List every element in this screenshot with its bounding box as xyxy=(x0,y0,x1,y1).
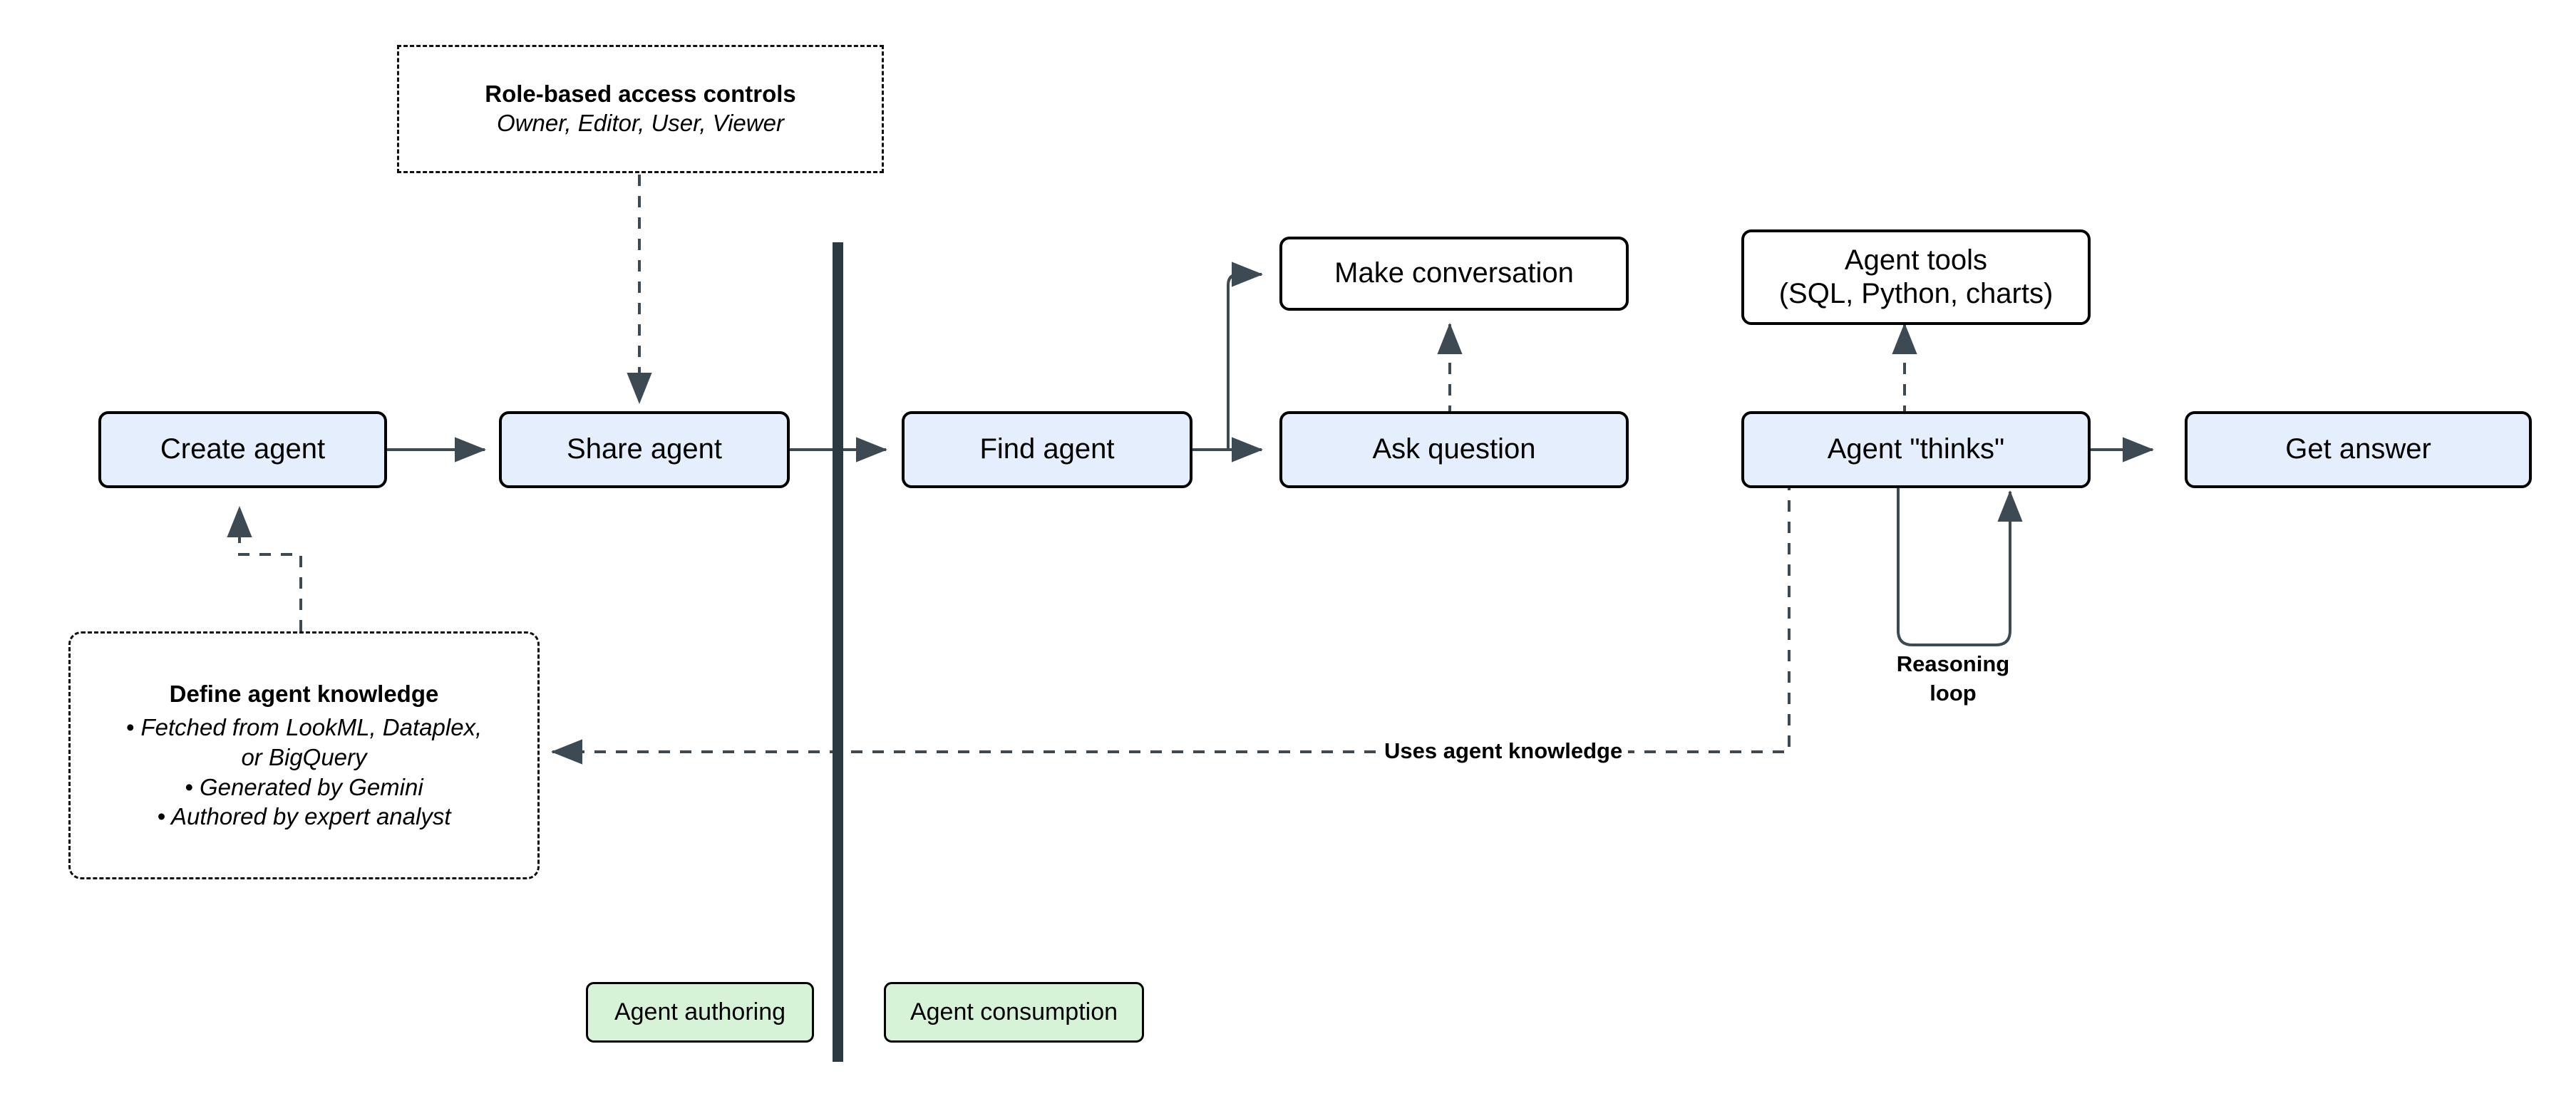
node-find-agent[interactable]: Find agent xyxy=(902,411,1192,488)
edge-branch-to-make-conversation xyxy=(1227,262,1263,450)
node-create-agent[interactable]: Create agent xyxy=(98,411,387,488)
note-knowledge-title: Define agent knowledge xyxy=(169,681,439,708)
note-rbac-subtitle: Owner, Editor, User, Viewer xyxy=(497,110,784,137)
note-rbac-title: Role-based access controls xyxy=(485,80,796,107)
edge-uses-agent-knowledge xyxy=(1497,479,1791,753)
note-define-agent-knowledge: Define agent knowledge • Fetched from Lo… xyxy=(68,631,540,879)
swimlane-divider xyxy=(833,242,843,1062)
edge-label-reasoning-loop: Reasoning loop xyxy=(1896,651,2010,706)
node-make-conversation[interactable]: Make conversation xyxy=(1279,237,1629,311)
node-get-answer[interactable]: Get answer xyxy=(2185,411,2532,488)
note-knowledge-items: • Fetched from LookML, Dataplex, or BigQ… xyxy=(125,714,483,830)
node-agent-tools[interactable]: Agent tools (SQL, Python, charts) xyxy=(1741,229,2091,325)
edge-reasoning-loop xyxy=(1897,475,2023,646)
node-ask-question[interactable]: Ask question xyxy=(1279,411,1629,488)
legend-agent-authoring[interactable]: Agent authoring xyxy=(586,982,814,1043)
note-role-based-access-controls: Role-based access controls Owner, Editor… xyxy=(397,45,884,173)
edge-knowledge-to-create xyxy=(227,506,302,631)
edge-label-uses-agent-knowledge: Uses agent knowledge xyxy=(1379,738,1629,764)
node-agent-thinks[interactable]: Agent "thinks" xyxy=(1741,411,2091,488)
legend-agent-consumption[interactable]: Agent consumption xyxy=(884,982,1144,1043)
node-share-agent[interactable]: Share agent xyxy=(499,411,790,488)
